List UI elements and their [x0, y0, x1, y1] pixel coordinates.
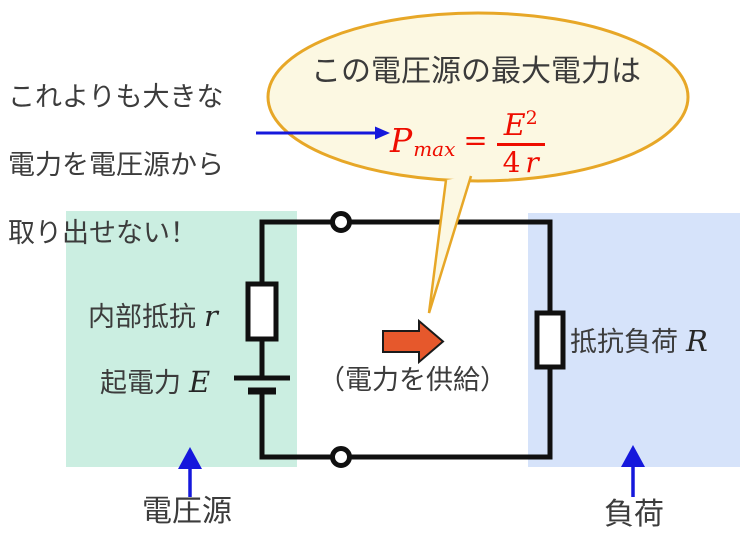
terminal-bottom-icon — [330, 446, 352, 468]
source-up-arrow-icon — [178, 447, 202, 469]
internal-resistance-symbol: r — [204, 299, 218, 333]
wire-bottom-loop — [259, 366, 553, 460]
annotation-line-1: これよりも大きな — [8, 82, 224, 113]
emf-symbol: E — [189, 365, 211, 399]
internal-resistance-label: 内部抵抗 r — [88, 299, 218, 335]
load-up-arrow-icon — [621, 445, 645, 467]
bubble-title: この電圧源の最大電力は — [311, 54, 641, 89]
terminal-top-icon — [330, 211, 352, 233]
load-resistance-symbol: R — [686, 324, 708, 358]
formula-lhs: Pmax — [390, 120, 456, 161]
annotation-note: これよりも大きな 電力を電圧源から 取り出せない！ — [8, 81, 224, 251]
internal-resistor-icon — [245, 281, 279, 342]
load-resistance-label: 抵抗負荷 R — [570, 324, 708, 360]
power-flow-arrow-icon — [382, 318, 445, 365]
speech-bubble-tail — [427, 175, 473, 314]
denominator-coefficient: 4 — [502, 146, 521, 179]
formula-P: P — [390, 120, 413, 160]
power-supply-note: （電力を供給） — [318, 365, 507, 396]
load-caption: 負荷 — [604, 497, 664, 532]
voltage-source-caption: 電圧源 — [142, 494, 232, 529]
emf-label: 起電力 E — [100, 365, 210, 401]
annotation-line-3: 取り出せない！ — [8, 218, 197, 249]
load-resistance-text: 抵抗負荷 — [570, 327, 678, 358]
fraction-bar — [496, 143, 545, 146]
numerator-variable: E — [503, 108, 526, 143]
fraction-numerator: E2 — [504, 102, 538, 142]
formula-P-subscript: max — [413, 136, 456, 161]
denominator-variable: r — [525, 146, 539, 179]
internal-resistance-text: 内部抵抗 — [88, 302, 196, 333]
formula-pointer-arrow-icon — [375, 126, 390, 140]
load-resistor-icon — [534, 310, 566, 370]
formula-equals: = — [463, 123, 488, 157]
wire-top-loop — [259, 219, 553, 378]
annotation-line-2: 電力を電圧源から — [8, 150, 224, 181]
numerator-exponent: 2 — [525, 107, 538, 129]
emf-text: 起電力 — [100, 368, 181, 399]
speech-bubble — [266, 11, 690, 183]
